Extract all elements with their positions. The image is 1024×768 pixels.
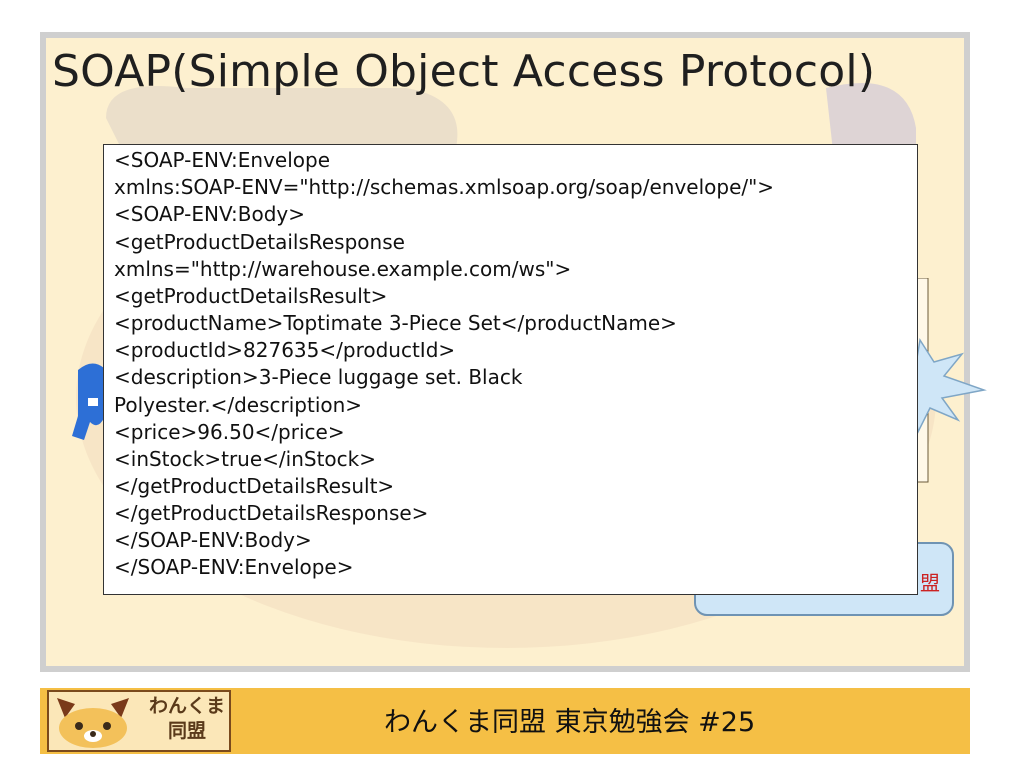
code-line: xmlns:SOAP-ENV="http://schemas.xmlsoap.o…	[114, 175, 775, 199]
bear-face-icon	[57, 698, 129, 748]
code-line: <price>96.50</price>	[114, 420, 345, 444]
code-line: </getProductDetailsResponse>	[114, 501, 429, 525]
footer-event-text: わんくま同盟 東京勉強会 #25	[384, 707, 756, 738]
code-line: </SOAP-ENV:Body>	[114, 528, 312, 552]
code-line: <description>3-Piece luggage set. Black	[114, 365, 523, 389]
code-line: <getProductDetailsResponse	[114, 230, 405, 254]
svg-text:盟: 盟	[920, 571, 940, 595]
logo-text-line2: 同盟	[167, 720, 206, 742]
starburst-callout	[900, 337, 987, 435]
slide-title: SOAP(Simple Object Access Protocol)	[52, 46, 876, 97]
code-line: </SOAP-ENV:Envelope>	[114, 555, 354, 579]
logo-text: わんくま 同盟	[145, 694, 229, 744]
code-line: <SOAP-ENV:Envelope	[114, 148, 330, 172]
code-line: <productId>827635</productId>	[114, 338, 456, 362]
code-line: </getProductDetailsResult>	[114, 474, 395, 498]
soap-xml-code-box: <SOAP-ENV:Envelope xmlns:SOAP-ENV="http:…	[103, 144, 918, 595]
code-line: <getProductDetailsResult>	[114, 284, 388, 308]
code-line: <productName>Toptimate 3-Piece Set</prod…	[114, 311, 677, 335]
blue-figure-icon	[72, 363, 104, 440]
code-line: Polyester.</description>	[114, 393, 363, 417]
logo-text-line1: わんくま	[148, 695, 225, 717]
code-line: <SOAP-ENV:Body>	[114, 202, 305, 226]
code-line: <inStock>true</inStock>	[114, 447, 376, 471]
wankuma-logo: わんくま 同盟	[47, 690, 231, 752]
code-line: xmlns="http://warehouse.example.com/ws">	[114, 257, 572, 281]
